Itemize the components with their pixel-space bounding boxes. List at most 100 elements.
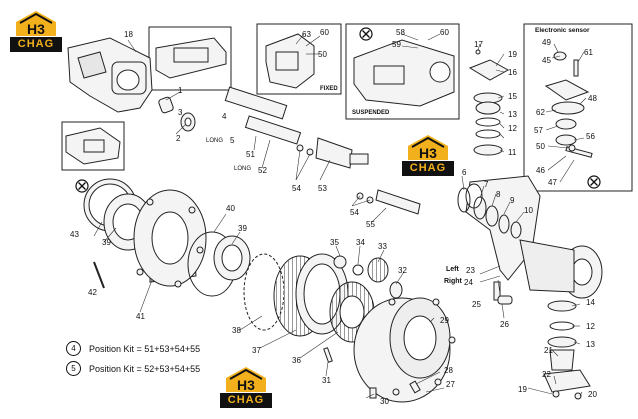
part-number-label: 35: [330, 238, 339, 247]
part-number-label: 2: [176, 134, 181, 143]
part-number-label: 19: [508, 50, 517, 59]
part-number-label: 7: [484, 180, 489, 189]
label-left: Left: [446, 266, 459, 273]
part-number-label: 58: [396, 28, 405, 37]
part-number-label: 4: [222, 112, 227, 121]
part-number-label: 6: [462, 168, 467, 177]
part-number-label: 21: [544, 346, 553, 355]
part-number-label: 38: [232, 326, 241, 335]
part-number-label: 39: [102, 238, 111, 247]
beam-inset-drawing: [65, 127, 121, 165]
part-number-label: 49: [542, 38, 551, 47]
wheel-hub-left: [83, 178, 207, 289]
position-kit-row-5: 5 Position Kit = 52+53+54+55: [66, 361, 200, 376]
steering-knuckle: [465, 175, 603, 305]
part-number-label: 28: [444, 366, 453, 375]
fixed-housing-drawing: [265, 33, 315, 89]
inset-box-fixed: [256, 23, 342, 95]
brand-emblem: Н3: [27, 21, 45, 36]
part-number-label: 27: [446, 380, 455, 389]
part-number-label: 46: [536, 166, 545, 175]
part-number-label: 50: [536, 142, 545, 151]
x-marker-43: [75, 179, 89, 193]
part-number-label: 16: [508, 68, 517, 77]
part-number-label: 52: [258, 166, 267, 175]
part-number-label: 54: [350, 208, 359, 217]
drive-shaft-parts: [158, 86, 421, 215]
part-number-label: 13: [508, 110, 517, 119]
kit-circle-4: 4: [66, 341, 81, 356]
part-number-label: 25: [472, 300, 481, 309]
part-number-label: 3: [178, 108, 183, 117]
inset-box-suspended: [345, 23, 460, 120]
part-number-label: 40: [226, 204, 235, 213]
brand-word: CHAG: [10, 37, 62, 52]
part-number-label: 57: [534, 126, 543, 135]
kit-text-4: Position Kit = 51+53+54+55: [89, 343, 201, 354]
part-number-label: 60: [440, 28, 449, 37]
part-number-label: 12: [586, 322, 595, 331]
part-number-label: 17: [474, 40, 483, 49]
ring-gear: [243, 253, 349, 337]
label-right: Right: [444, 278, 462, 285]
kit-text-5: Position Kit = 52+53+54+55: [89, 363, 201, 374]
kit-circle-5: 5: [66, 361, 81, 376]
part-number-label: 54: [292, 184, 301, 193]
part-number-label: 42: [88, 288, 97, 297]
label-suspended: SUSPENDED: [352, 110, 390, 116]
part-number-label: 41: [136, 312, 145, 321]
label-long-1: LONG: [206, 138, 224, 144]
part-number-label: 34: [356, 238, 365, 247]
position-kit-row-4: 4 Position Kit = 51+53+54+55: [66, 341, 200, 356]
brand-logo-center: Н3 CHAG: [402, 134, 454, 180]
x-marker-sensor: [587, 175, 601, 189]
part-number-label: 51: [246, 150, 255, 159]
kingpin-bearings-lower: [543, 300, 591, 400]
x-marker-suspended: [359, 27, 373, 41]
part-number-label: 59: [392, 40, 401, 49]
label-electronic-sensor: Electronic sensor: [535, 27, 590, 34]
part-number-label: 33: [378, 242, 387, 251]
part-number-label: 13: [586, 340, 595, 349]
part-number-label: 63: [302, 30, 311, 39]
house-emblem-icon: Н3: [16, 11, 56, 36]
seal-rings: [187, 231, 251, 297]
part-number-label: 20: [588, 390, 597, 399]
part-number-label: 43: [70, 230, 79, 239]
part-number-label: 47: [548, 178, 557, 187]
label-long-2: LONG: [234, 166, 252, 172]
part-number-label: 9: [510, 196, 515, 205]
part-number-label: 60: [320, 28, 329, 37]
leader-lines: [93, 33, 587, 399]
part-number-label: 56: [586, 132, 595, 141]
part-number-label: 55: [366, 220, 375, 229]
part-number-label: 18: [124, 30, 133, 39]
part-number-label: 53: [318, 184, 327, 193]
inset-box-electronic-sensor: [523, 23, 633, 192]
label-fixed: FIXED: [320, 86, 338, 92]
part-number-label: 30: [380, 397, 389, 406]
brand-word: CHAG: [220, 393, 272, 408]
part-number-label: 61: [584, 48, 593, 57]
part-number-label: 1: [178, 86, 183, 95]
part-number-label: 15: [508, 92, 517, 101]
house-emblem-icon: Н3: [408, 135, 448, 160]
part-number-label: 26: [500, 320, 509, 329]
brand-logo-top-left: Н3 CHAG: [10, 10, 62, 56]
part-number-label: 50: [318, 50, 327, 59]
house-emblem-icon: Н3: [226, 367, 266, 392]
part-number-label: 36: [292, 356, 301, 365]
part-number-label: 62: [536, 108, 545, 117]
suspended-housing-drawing: [353, 39, 455, 107]
part-number-label: 24: [464, 278, 473, 287]
axle-housing: [67, 37, 153, 113]
part-number-label: 10: [524, 206, 533, 215]
part-number-label: 29: [440, 316, 449, 325]
part-number-label: 22: [542, 370, 551, 379]
part-number-label: 23: [466, 266, 475, 275]
electronic-sensor-parts: [544, 51, 593, 158]
brand-logo-bottom: Н3 CHAG: [220, 366, 272, 412]
part-number-label: 12: [508, 124, 517, 133]
part-number-label: 8: [496, 190, 501, 199]
